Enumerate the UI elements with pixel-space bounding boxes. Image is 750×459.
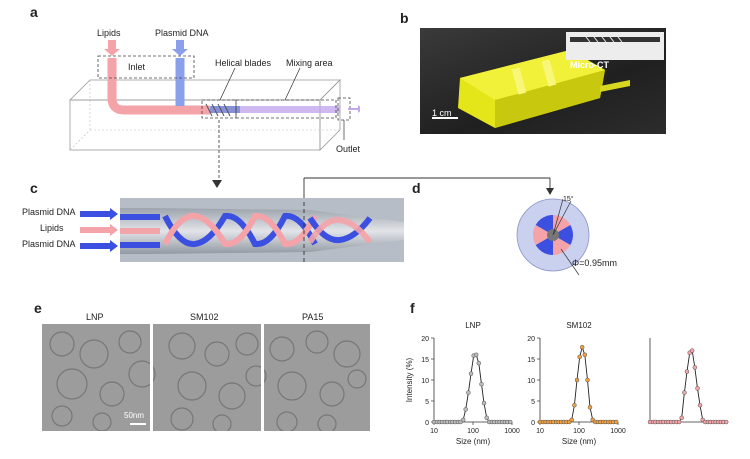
em-title-lnp: LNP [86,312,104,322]
chart-1-ytick-label: 20 [527,336,535,343]
panel-e-label: e [34,300,42,316]
chart-1-ytick-label: 5 [531,399,535,406]
chart-2-data-point [723,419,729,425]
panel-f-label: f [410,300,415,316]
micro-ct-label: Micro-CT [570,60,609,70]
cross-section-connector [303,177,554,264]
panel-c-label: c [30,180,38,196]
chart-1-data-point [579,344,585,350]
em-scale-label: 50nm [124,411,145,420]
chart-0-data-point [476,360,482,366]
em-title-pa15: PA15 [302,312,324,322]
chart-0-ytick-label: 20 [421,336,429,343]
panel-b-label: b [400,10,409,26]
panel-a-label: a [30,4,38,20]
helical-mixer-render [120,198,404,262]
cryo-em-particles [42,324,370,434]
label-helical-blades: Helical blades [215,58,272,68]
chart-2-data-point [676,419,682,425]
chip-photo-illustration [432,50,630,128]
chart-2-data-point [697,402,703,408]
chart-0-xlabel: Size (nm) [456,437,491,446]
chart-2-data-point [679,415,684,421]
label-plasmid-dna: Plasmid DNA [155,28,209,38]
chart-1-data-point [572,402,577,408]
chart-0-data-point [481,400,487,406]
angle-label: 15° [563,196,574,203]
chart-1-data-point [569,417,574,423]
label-lipids-c: Lipids [40,223,64,233]
chart-0-data-point [479,381,484,387]
chart-1-ytick-label: 10 [527,378,535,385]
chart-1-data-point [574,377,580,383]
chart-1-xtick-label: 100 [573,428,585,435]
chart-0-xtick-label: 1000 [504,428,520,435]
cryo-em-images: 50nm [42,324,370,434]
helical-mixer-illustration [120,208,404,254]
chart-0-xtick-label: 10 [430,428,438,435]
chart-0-data-point [460,417,466,423]
diameter-label: Φ=0.95mm [572,258,617,268]
chart-0-ytick-label: 5 [425,399,429,406]
label-lipids: Lipids [97,28,121,38]
chart-1-data-point [613,419,619,425]
chart-1-xtick-label: 1000 [610,428,626,435]
chart-1-title: SM102 [566,321,592,330]
chart-1-data-point [585,377,590,383]
chart-0-series-line [434,354,511,423]
chart-0-data-point [466,390,471,395]
label-plasmid-dna-2: Plasmid DNA [22,239,76,249]
chart-2-data-point [695,386,700,391]
chart-0-ylabel: Intensity (%) [405,357,414,402]
chart-0-ytick-label: 10 [421,378,429,385]
chart-0-data-point [507,419,513,425]
chart-1-data-point [582,352,588,358]
chart-0-ytick-label: 0 [425,420,429,427]
arrow-down-icon [212,180,222,188]
micro-ct-inset [566,32,664,60]
chart-2-data-point [692,365,698,370]
chart-0-data-point [473,352,479,358]
label-outlet: Outlet [336,144,361,154]
chart-1-data-point [577,354,582,360]
chart-0-ytick-label: 15 [421,357,429,364]
chart-1-ytick-label: 15 [527,357,535,364]
label-mixing-area: Mixing area [286,58,333,68]
device-photo: Micro-CT 1 cm [420,28,666,134]
chart-1-xlabel: Size (nm) [562,437,597,446]
inlet-arrows [80,208,118,252]
scale-bar-label: 1 cm [432,108,452,118]
label-plasmid-dna-1: Plasmid DNA [22,207,76,217]
chart-0-xtick-label: 100 [467,428,479,435]
chart-1-data-point [587,405,593,410]
micro-ct-image [570,36,660,43]
em-title-sm102: SM102 [190,312,219,322]
chart-0-data-point [484,415,489,421]
label-inlet: Inlet [128,62,146,72]
chart-0-title: LNP [465,321,481,330]
chart-2-series-line [650,349,727,423]
chart-0-data-point [468,371,474,376]
microfluidic-chip-diagram [69,40,360,180]
chart-2-data-point [682,390,687,395]
chart-1-xtick-label: 10 [536,428,544,435]
chart-2-data-point [689,348,695,353]
chart-2-data-point [684,369,690,374]
cross-section-diagram [516,198,590,276]
chart-0-data-point [463,407,468,412]
chart-1-ytick-label: 0 [531,420,535,427]
panel-d-label: d [412,180,421,196]
